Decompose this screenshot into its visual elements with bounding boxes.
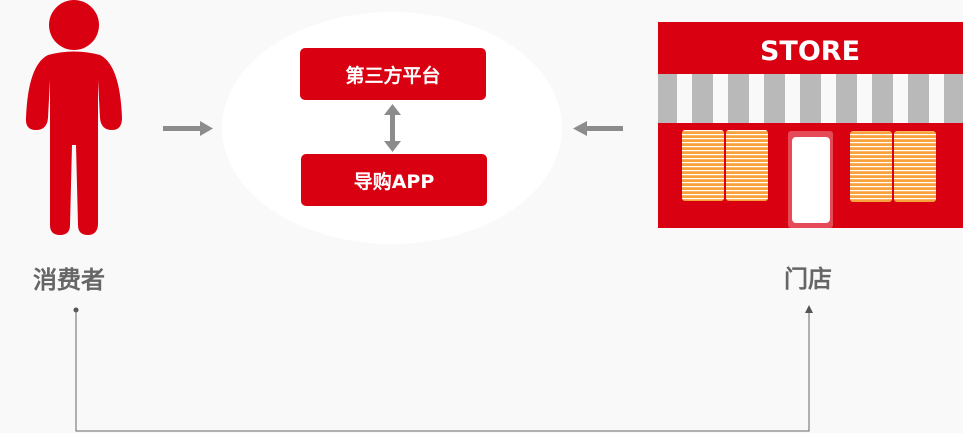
arrow-left-icon xyxy=(573,121,623,136)
bidirectional-arrow-icon xyxy=(384,104,401,152)
store-label: 门店 xyxy=(784,265,832,293)
person-icon xyxy=(25,0,123,235)
connector-line xyxy=(73,305,813,432)
arrowhead-icon xyxy=(805,305,813,313)
storefront-icon: STORE xyxy=(658,22,963,228)
shopping-app-label: 导购APP xyxy=(354,170,435,193)
third-party-platform-label: 第三方平台 xyxy=(345,64,440,87)
arrow-right-icon xyxy=(163,121,213,136)
third-party-platform-box[interactable]: 第三方平台 xyxy=(300,48,486,100)
consumer-label: 消费者 xyxy=(33,266,105,294)
store-sign-text: STORE xyxy=(760,36,860,67)
shopping-app-box[interactable]: 导购APP xyxy=(301,154,487,206)
